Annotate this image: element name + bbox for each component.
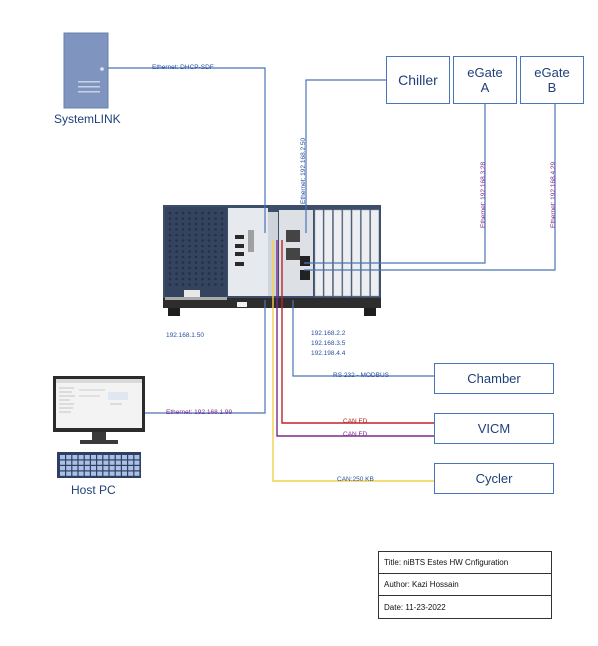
chamber-label: Chamber	[467, 371, 521, 386]
vicm-can-fd-label-2: CAN FD	[343, 431, 368, 438]
chamber-link-label: RS 232 - MODBUS	[333, 372, 389, 379]
chiller-ethernet-label: Ethernet: 192.168.2.50	[300, 137, 307, 204]
vicm-box: VICM	[434, 413, 554, 444]
host-ethernet-label: Ethernet: 192.168.1.99	[166, 409, 233, 416]
egate-a-ethernet-label: Ethernet: 192.168.3.28	[480, 161, 487, 228]
systemlink-label: SystemLINK	[54, 112, 121, 126]
pxi-ip-2: 192.168.3.5	[311, 340, 346, 347]
egate-a-label-1: eGate	[467, 65, 503, 80]
chiller-label: Chiller	[398, 72, 438, 88]
egate-a-label-2: A	[480, 80, 490, 95]
monitor-icon	[53, 376, 145, 444]
egate-a-box: eGate A	[453, 56, 517, 104]
systemlink-ethernet-label: Ethernet: DHCP-SDF	[152, 64, 214, 71]
host-pc-label: Host PC	[71, 483, 116, 497]
pxi-ip-3: 192.198.4.4	[311, 350, 346, 357]
pxi-left-ip: 192.168.1.50	[166, 332, 204, 339]
cycler-label: Cycler	[475, 471, 513, 486]
pxi-ip-1: 192.168.2.2	[311, 330, 346, 337]
title-block-author: Author: Kazi Hossain	[379, 574, 551, 596]
cycler-box: Cycler	[434, 463, 554, 494]
egate-b-label-2: B	[547, 80, 557, 95]
keyboard-icon	[57, 452, 141, 478]
chamber-box: Chamber	[434, 363, 554, 394]
egate-b-box: eGate B	[520, 56, 584, 104]
vicm-can-fd-label-1: CAN FD	[343, 418, 368, 425]
chiller-box: Chiller	[386, 56, 450, 104]
egate-b-label-1: eGate	[534, 65, 570, 80]
title-block-date: Date: 11-23-2022	[384, 602, 446, 612]
pxi-chassis	[163, 205, 381, 316]
egate-b-ethernet-label: Ethernet: 192.168.4.29	[550, 161, 557, 228]
vicm-label: VICM	[477, 421, 511, 436]
cycler-can-label: CAN:250 KB	[337, 476, 374, 483]
title-block: Title: niBTS Estes HW Cnfiguration Autho…	[378, 551, 552, 619]
title-block-title: Title: niBTS Estes HW Cnfiguration	[379, 552, 551, 574]
server-icon	[63, 32, 109, 109]
